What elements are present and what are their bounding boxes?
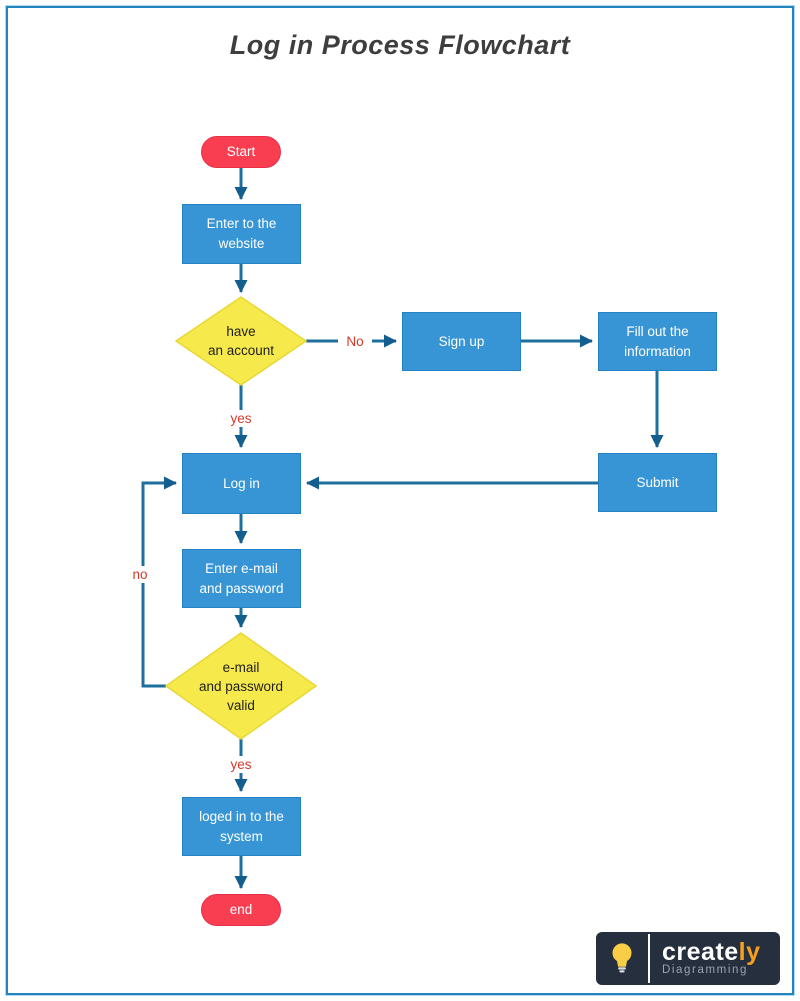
logo-text: creately Diagramming: [650, 932, 780, 985]
node-submit: Submit: [598, 453, 717, 512]
node-have-account-label: have an account: [207, 324, 275, 358]
node-enter-credentials: Enter e-mail and password: [182, 549, 301, 608]
logo-brand-accent: ly: [738, 938, 761, 966]
logo-divider: [648, 934, 650, 983]
node-start: Start: [201, 136, 281, 168]
connector-valid-no-loop-to-log-in: [141, 476, 177, 688]
node-fill-info: Fill out the information: [598, 312, 717, 371]
node-end: end: [201, 894, 281, 926]
edge-label-no-account: No: [338, 333, 372, 350]
decision-have-account-shape: [174, 296, 308, 386]
edge-label-yes-account: yes: [224, 410, 258, 427]
node-logged-in: loged in to the system: [182, 797, 301, 856]
node-credentials-valid-label: e-mail and password valid: [198, 659, 284, 713]
lightbulb-icon: [596, 932, 648, 985]
creately-logo: creately Diagramming: [596, 932, 780, 985]
logo-brand: creately: [662, 938, 780, 966]
node-log-in: Log in: [182, 453, 301, 514]
page-title: Log in Process Flowchart: [229, 30, 571, 60]
edge-label-yes-valid: yes: [224, 756, 258, 773]
node-sign-up: Sign up: [402, 312, 521, 371]
logo-brand-main: create: [662, 938, 739, 966]
node-enter-website: Enter to the website: [182, 204, 301, 264]
edge-label-no-valid: no: [123, 566, 157, 583]
decision-credentials-valid-shape: [164, 632, 318, 740]
logo-tagline: Diagramming: [662, 964, 748, 976]
